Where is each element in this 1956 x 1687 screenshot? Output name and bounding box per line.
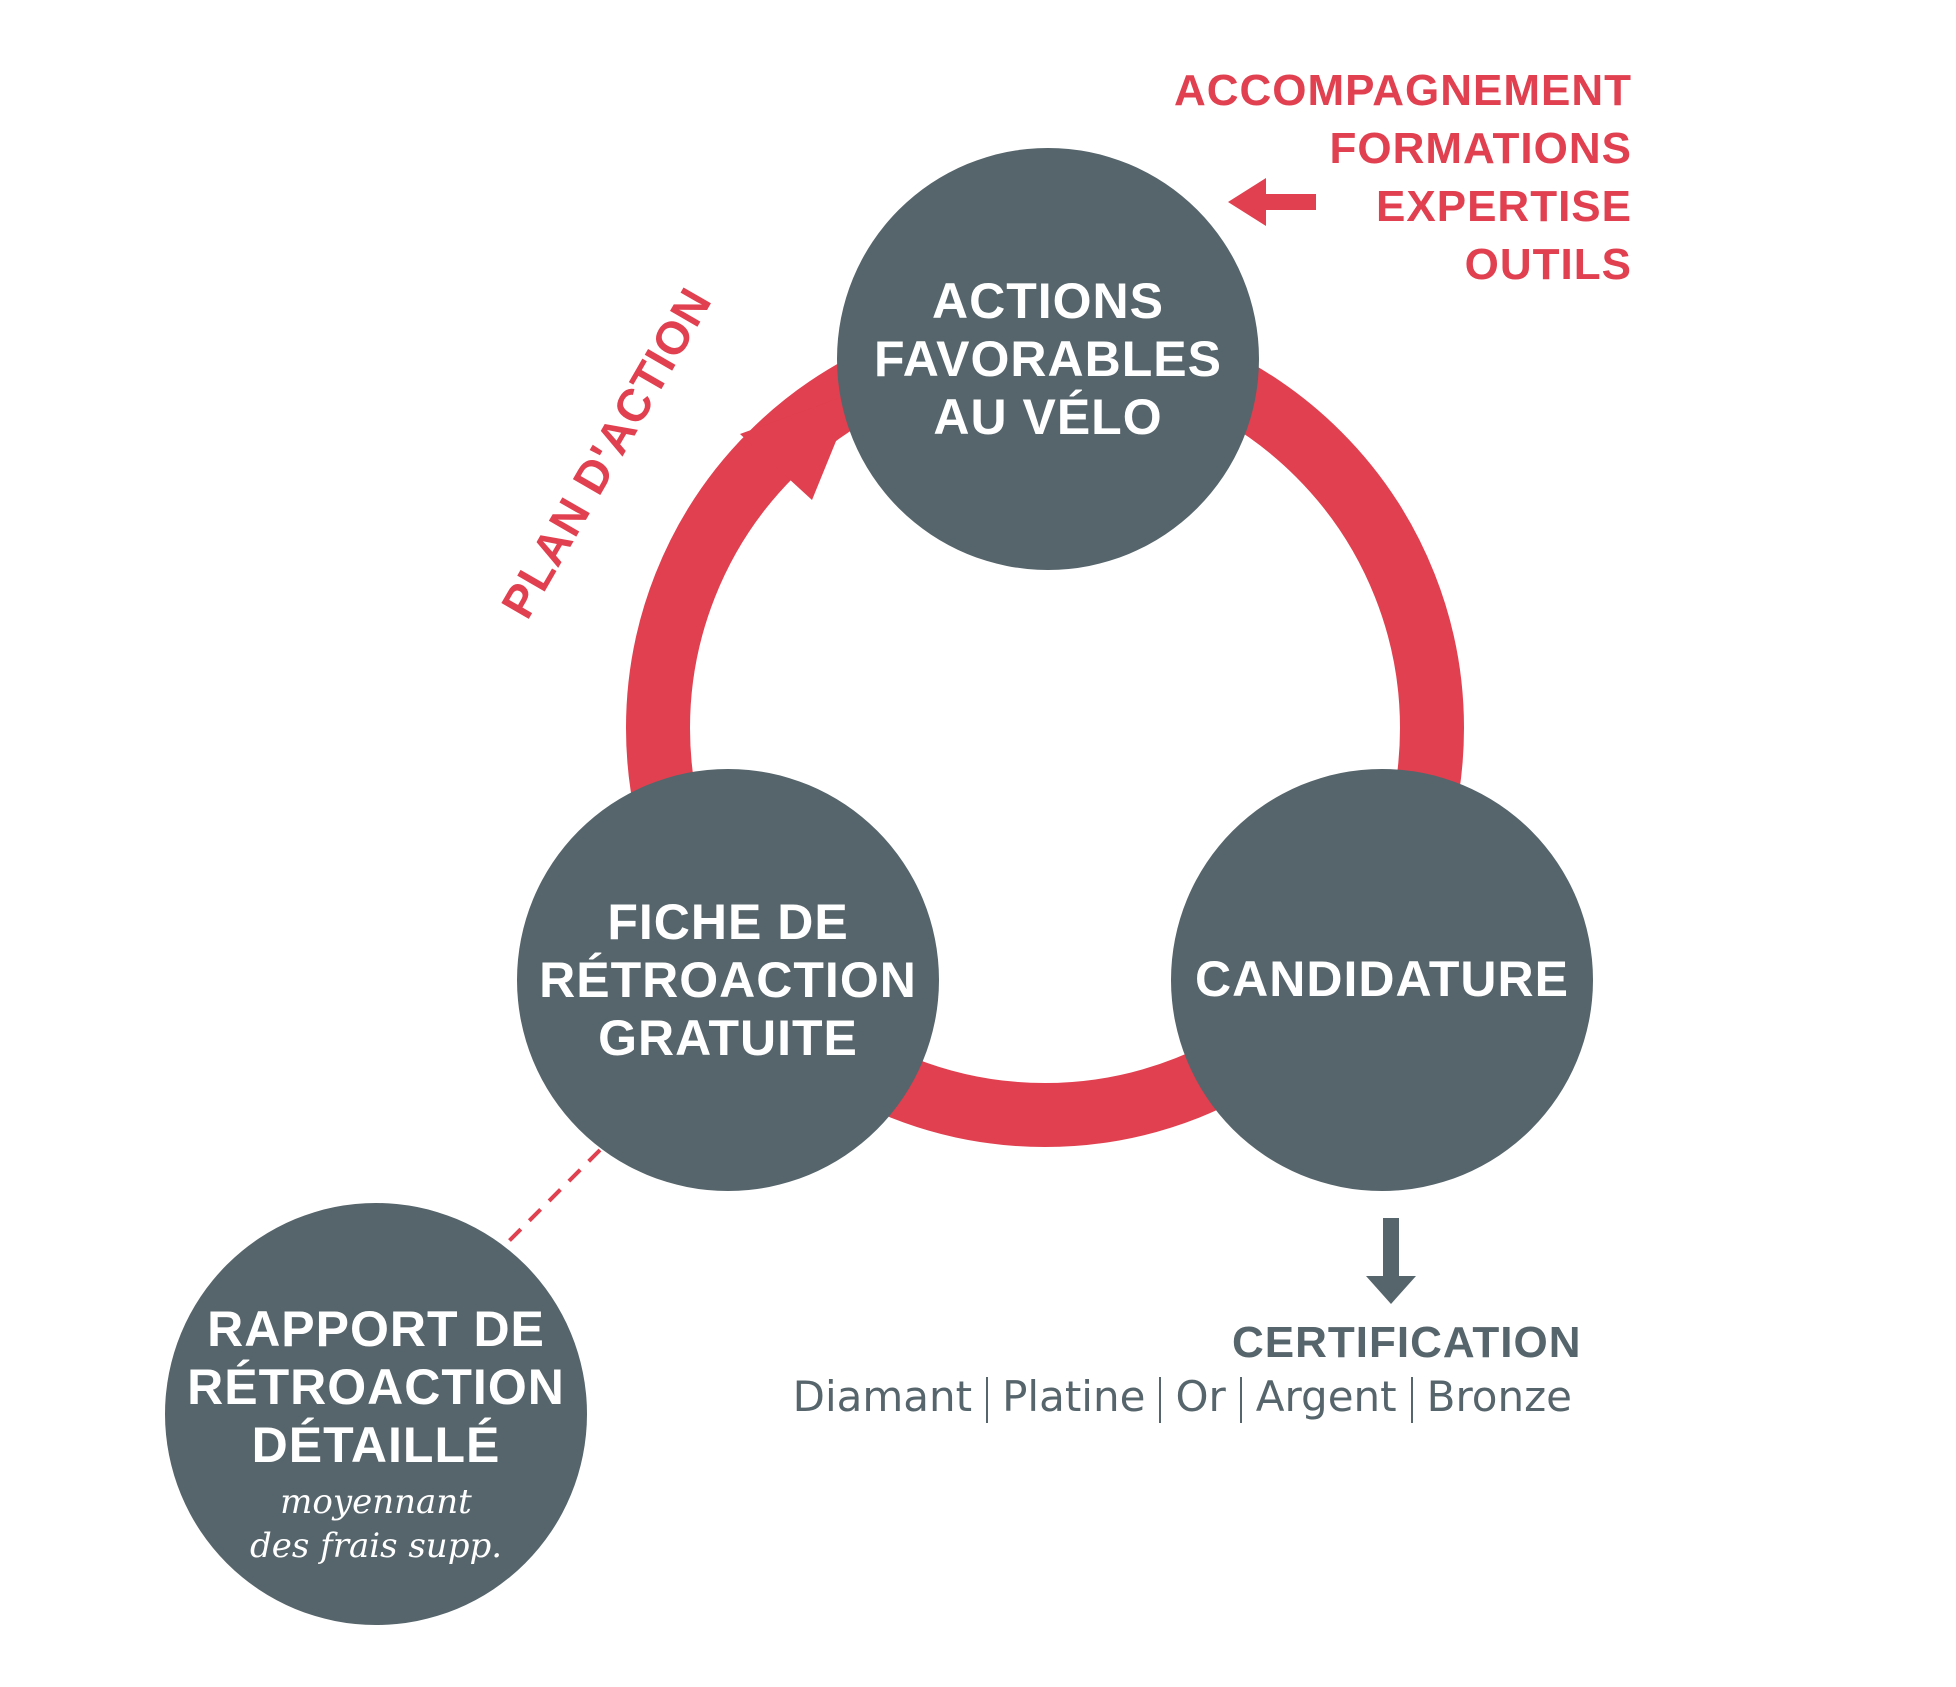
input-item: EXPERTISE — [1376, 182, 1632, 231]
input-item: FORMATIONS — [1329, 124, 1632, 173]
certification-level: Diamant — [792, 1372, 973, 1421]
input-item: ACCOMPAGNEMENT — [1173, 66, 1632, 115]
certification-levels: Diamant Platine Or Argent Bronze — [793, 1372, 1572, 1423]
cycle-arrowhead — [740, 392, 856, 500]
node-fiche-line: GRATUITE — [598, 1010, 858, 1066]
node-rapport-line: DÉTAILLÉ — [251, 1417, 501, 1473]
certification-level: Bronze — [1426, 1372, 1572, 1421]
inputs-arrow-head — [1228, 178, 1266, 226]
node-candidature-line: CANDIDATURE — [1195, 951, 1569, 1007]
level-separator — [1159, 1376, 1162, 1423]
certification-level: Platine — [1002, 1372, 1146, 1421]
inputs-arrow-shaft — [1258, 194, 1316, 210]
level-separator — [1410, 1376, 1413, 1423]
certification-arrow-head — [1366, 1276, 1416, 1304]
node-actions-circle — [837, 148, 1259, 570]
node-candidature: CANDIDATURE — [1172, 950, 1592, 1008]
node-rapport-circle — [165, 1203, 587, 1625]
node-rapport-line: RÉTROACTION — [187, 1359, 565, 1415]
node-fiche-line: FICHE DE — [607, 894, 849, 950]
node-actions-line: ACTIONS — [932, 273, 1164, 329]
node-rapport-note-line: des frais supp. — [249, 1526, 503, 1566]
node-candidature-circle — [1171, 769, 1593, 1191]
level-separator — [1239, 1376, 1242, 1423]
level-separator — [986, 1376, 989, 1423]
dashed-connector — [496, 1148, 602, 1254]
node-actions-line: AU VÉLO — [933, 389, 1163, 445]
certification-level: Argent — [1255, 1372, 1397, 1421]
node-fiche-circle — [517, 769, 939, 1191]
certification-title: CERTIFICATION — [1232, 1318, 1582, 1367]
node-fiche-line: RÉTROACTION — [539, 952, 917, 1008]
certification-level: Or — [1175, 1372, 1226, 1421]
node-actions-line: FAVORABLES — [874, 331, 1222, 387]
node-fiche: FICHE DE RÉTROACTION GRATUITE — [518, 893, 938, 1067]
node-rapport-note: moyennant des frais supp. — [166, 1480, 586, 1568]
inputs-list: ACCOMPAGNEMENT FORMATIONS EXPERTISE OUTI… — [1174, 62, 1632, 294]
node-rapport-note-line: moyennant — [280, 1482, 472, 1522]
node-rapport: RAPPORT DE RÉTROACTION DÉTAILLÉ moyennan… — [166, 1300, 586, 1568]
node-rapport-line: RAPPORT DE — [207, 1301, 545, 1357]
certification-arrow-shaft — [1383, 1218, 1399, 1282]
node-actions: ACTIONS FAVORABLES AU VÉLO — [848, 272, 1248, 446]
input-item: OUTILS — [1464, 240, 1632, 289]
